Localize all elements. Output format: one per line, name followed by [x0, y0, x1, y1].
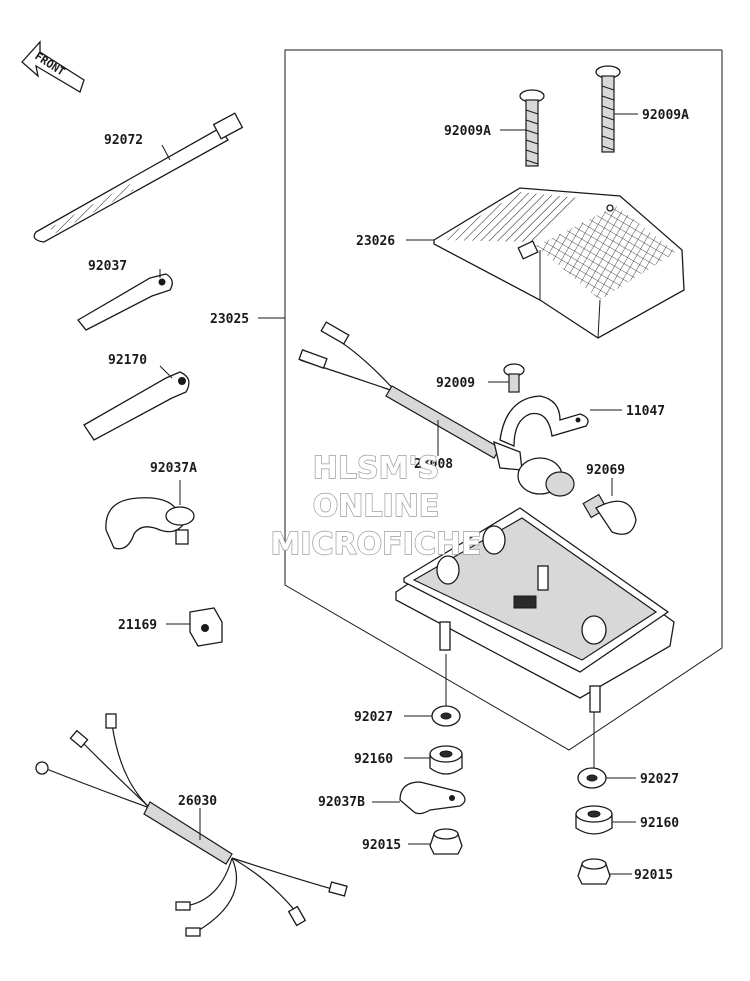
nut-92015-right — [577, 858, 632, 885]
bulb-92069 — [582, 478, 637, 535]
socket-harness-23008 — [298, 321, 575, 497]
label-92015-left: 92015 — [362, 838, 401, 853]
label-92160-left: 92160 — [354, 752, 393, 767]
label-21169: 21169 — [118, 618, 157, 633]
rubber-92160-right — [575, 805, 636, 835]
screw-92009 — [488, 363, 525, 393]
front-direction-arrow: FRONT — [21, 40, 85, 93]
label-92027-left: 92027 — [354, 710, 393, 725]
lamp-housing — [395, 507, 675, 713]
watermark-line-3: MICROFICHE — [271, 527, 482, 562]
clamp-92037 — [77, 269, 173, 331]
clamp-92037a — [105, 480, 195, 550]
screw-92009a-right — [595, 65, 638, 153]
bracket-11047 — [499, 395, 622, 447]
screw-92009a-left — [500, 89, 545, 167]
label-92072: 92072 — [104, 133, 143, 148]
harness-26030 — [35, 713, 348, 937]
label-11047: 11047 — [626, 404, 665, 419]
nut-92015-left — [408, 828, 463, 855]
lens-cover-23026 — [406, 187, 685, 339]
label-23025: 23025 — [210, 312, 249, 327]
label-92170: 92170 — [108, 353, 147, 368]
label-23026: 23026 — [356, 234, 395, 249]
label-23008: 23008 — [414, 457, 453, 472]
label-92015-right: 92015 — [634, 868, 673, 883]
label-92009: 92009 — [436, 376, 475, 391]
label-92009a-right: 92009A — [642, 108, 689, 123]
grommet-92027-right — [577, 712, 636, 789]
label-92037: 92037 — [88, 259, 127, 274]
clamp-92170 — [83, 365, 190, 441]
watermark-line-2: ONLINE — [313, 489, 440, 524]
clip-21169 — [166, 607, 223, 647]
grommet-92027-left — [404, 654, 461, 727]
label-92069: 92069 — [586, 463, 625, 478]
label-92160-right: 92160 — [640, 816, 679, 831]
assembly-bracket — [258, 49, 723, 751]
clamp-92037b — [372, 781, 466, 815]
label-92027-right: 92027 — [640, 772, 679, 787]
cable-tie-92072 — [33, 112, 244, 243]
rubber-92160-left — [404, 745, 463, 775]
label-92037a: 92037A — [150, 461, 197, 476]
label-92009a-left: 92009A — [444, 124, 491, 139]
label-26030: 26030 — [178, 794, 217, 809]
label-92037b: 92037B — [318, 795, 365, 810]
watermark-line-1: HLSM'S — [313, 451, 439, 486]
watermark: HLSM'S ONLINE MICROFICHE — [270, 450, 482, 562]
